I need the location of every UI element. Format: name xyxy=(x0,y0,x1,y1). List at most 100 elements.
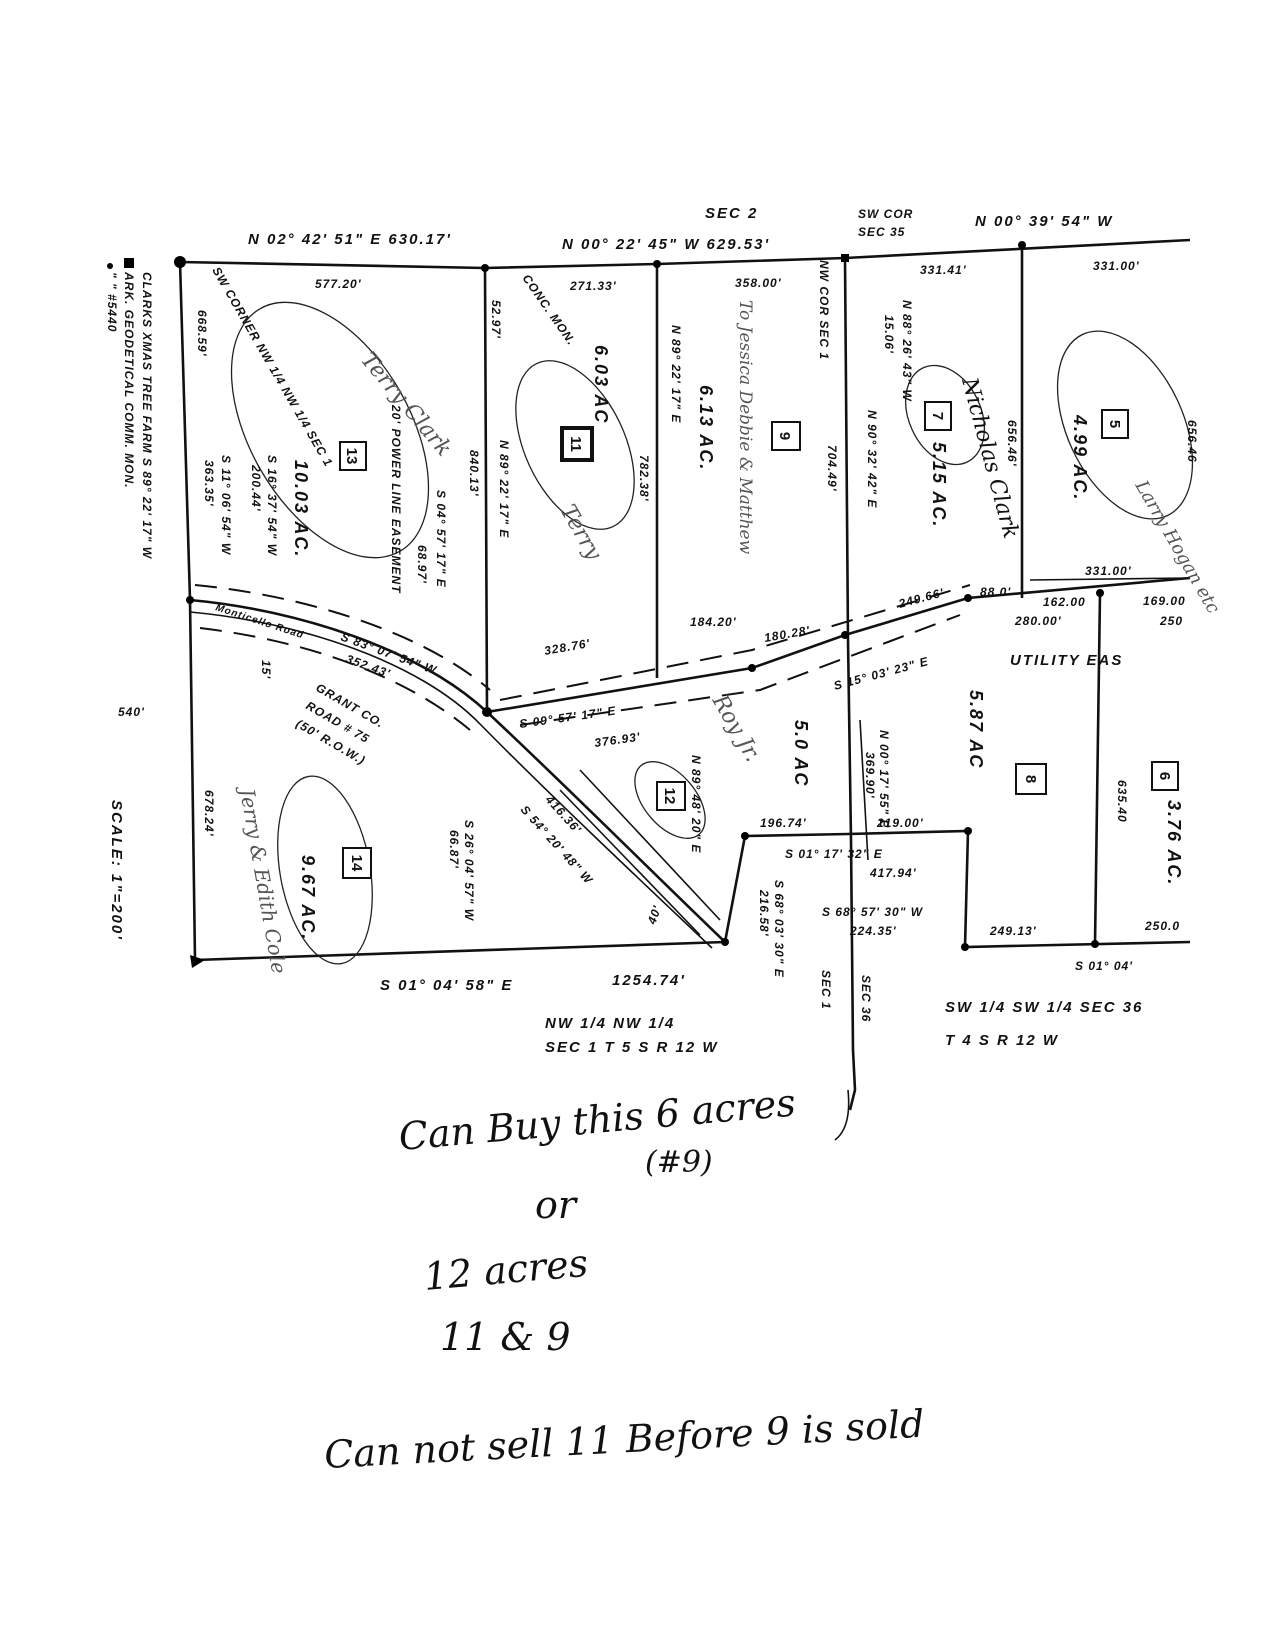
bearing: N 88° 26' 43" W xyxy=(900,300,914,402)
dim: 219.00' xyxy=(876,816,924,830)
dim: 250 xyxy=(1159,614,1183,628)
south-boundary-line xyxy=(194,940,726,962)
monument xyxy=(964,594,972,602)
dim: 40' xyxy=(644,903,664,927)
lot-6-acres: 3.76 AC. xyxy=(1164,800,1184,886)
lot-14-owner: Jerry & Edith Cole xyxy=(234,783,291,976)
lot-13-11-line xyxy=(483,267,489,713)
svg-text:7: 7 xyxy=(929,412,946,420)
dim: 200.44' xyxy=(249,464,263,512)
handwritten-note-buy: Can Buy this 6 acres xyxy=(397,1080,797,1159)
dim: 668.59' xyxy=(195,310,209,357)
svg-text:12: 12 xyxy=(661,788,678,805)
dim: 169.00 xyxy=(1143,594,1186,608)
handwritten-note-or: or xyxy=(535,1183,579,1227)
bearing: N 89° 22' 17" E xyxy=(669,325,683,423)
handwritten-note-lot-9: (#9) xyxy=(645,1145,713,1180)
utility-easement-north xyxy=(499,584,971,701)
road-row-line xyxy=(199,627,471,731)
bearing: S 15° 03' 23" E xyxy=(832,654,930,693)
legend-line-1: CLARKS XMAS TREE FARM S 89° 22' 17" W xyxy=(140,272,154,560)
dim: 68.97' xyxy=(415,545,429,584)
lot-11-circle xyxy=(515,360,635,530)
dim: 363.35' xyxy=(202,460,216,507)
lot-5-circle xyxy=(1056,330,1194,520)
dim: 635.40 xyxy=(1115,780,1129,823)
monument-nw-corner xyxy=(174,256,186,268)
top-bearing-right: N 00° 39' 54" W xyxy=(975,213,1113,230)
lot-9-acres: 6.13 AC. xyxy=(696,385,716,471)
dim: 656.46 xyxy=(1185,420,1199,463)
legend-square-icon xyxy=(124,258,134,268)
sw-cor-label: SW COR xyxy=(858,207,913,221)
road-row-line-2 xyxy=(559,789,701,936)
bearing: S 01° 04' 58" E xyxy=(380,977,513,994)
monument-sw-corner xyxy=(190,955,205,968)
road-name: Monticello Road xyxy=(214,602,305,641)
dim: 66.87' xyxy=(447,830,461,869)
sec-36-line xyxy=(859,719,869,861)
bearing: N 90° 32' 42" E xyxy=(865,410,879,508)
lot-11-acres: 6.03 AC xyxy=(591,345,611,424)
monument xyxy=(186,596,194,604)
dim: 369.90' xyxy=(863,752,877,799)
section-line xyxy=(843,257,857,1111)
lot-12-owner: Roy Jr. xyxy=(706,690,765,767)
nw-quarter-label: NW 1/4 NW 1/4 xyxy=(545,1015,675,1032)
west-boundary-line xyxy=(178,261,197,961)
road-row-line-3 xyxy=(579,769,721,921)
scale-label: SCALE: 1"=200' xyxy=(108,800,125,941)
svg-text:8: 8 xyxy=(1022,775,1039,783)
township-left: SEC 1 T 5 S R 12 W xyxy=(545,1039,719,1056)
sec-36-label: SEC 36 xyxy=(859,975,873,1022)
bearing: S 11° 06' 54" W xyxy=(219,455,233,556)
lot-12-circle xyxy=(634,761,706,839)
lot-6-marker: 6 xyxy=(1151,761,1179,791)
monument xyxy=(741,832,749,840)
monument xyxy=(964,827,972,835)
top-bearing-left: N 02° 42' 51" E 630.17' xyxy=(248,231,452,248)
lot-5-south-line xyxy=(1029,577,1191,581)
bearing: S 16° 37' 54" W xyxy=(265,455,279,557)
dim: 180.28' xyxy=(763,623,811,645)
svg-text:6: 6 xyxy=(1156,772,1173,780)
lot-5-acres: 4.99 AC. xyxy=(1070,414,1090,501)
bearing: S 04° 57' 17" E xyxy=(434,490,448,588)
sw-quarter-label: SW 1/4 SW 1/4 SEC 36 xyxy=(945,999,1143,1016)
nw-cor-note: NW COR SEC 1 xyxy=(817,260,831,360)
lot-13-circle xyxy=(230,301,430,559)
bearing: S 68° 57' 30" W xyxy=(822,905,924,919)
lot-13-owner: Terry Clark xyxy=(355,348,456,462)
monument xyxy=(482,707,492,717)
utility-easement-south xyxy=(519,614,961,726)
dim: 271.33' xyxy=(569,279,617,293)
power-line-note: 20' POWER LINE EASEMENT xyxy=(389,404,403,594)
lot-12-8-boundary xyxy=(723,829,1191,949)
offset-540-label: 540' xyxy=(118,705,145,719)
dim: 358.00' xyxy=(735,276,782,290)
bearing: N 89° 48' 20" E xyxy=(689,755,703,853)
dim: 162.00 xyxy=(1043,595,1086,609)
monument xyxy=(1091,940,1099,948)
dim: 184.20' xyxy=(690,615,737,629)
bearing: N 89° 22' 17" E xyxy=(497,440,511,538)
svg-text:13: 13 xyxy=(343,448,360,465)
lot-14-marker: 14 xyxy=(342,847,372,879)
monument xyxy=(961,943,969,951)
power-line-easement xyxy=(194,584,491,691)
sw-corner-note: SW CORNER NW 1/4 NW 1/4 SEC 1 xyxy=(209,265,335,470)
lot-7-circle xyxy=(905,364,985,466)
handwritten-note-cannot-sell: Can not sell 11 Before 9 is sold xyxy=(323,1402,925,1477)
monument xyxy=(748,664,756,672)
township-right: T 4 S R 12 W xyxy=(945,1032,1059,1049)
road-edge xyxy=(189,611,713,949)
lot-8-acres: 5.87 AC xyxy=(966,690,986,769)
handwritten-note-11-9: 11 & 9 xyxy=(440,1315,571,1359)
lot-7-acres: 5.15 AC. xyxy=(929,442,949,528)
legend-dot-icon xyxy=(107,263,113,269)
lot-11-owner: Terry xyxy=(555,501,607,565)
dim: 216.58' xyxy=(757,889,771,937)
dim: 15.06' xyxy=(882,315,896,354)
sec-35-label: SEC 35 xyxy=(858,225,905,239)
